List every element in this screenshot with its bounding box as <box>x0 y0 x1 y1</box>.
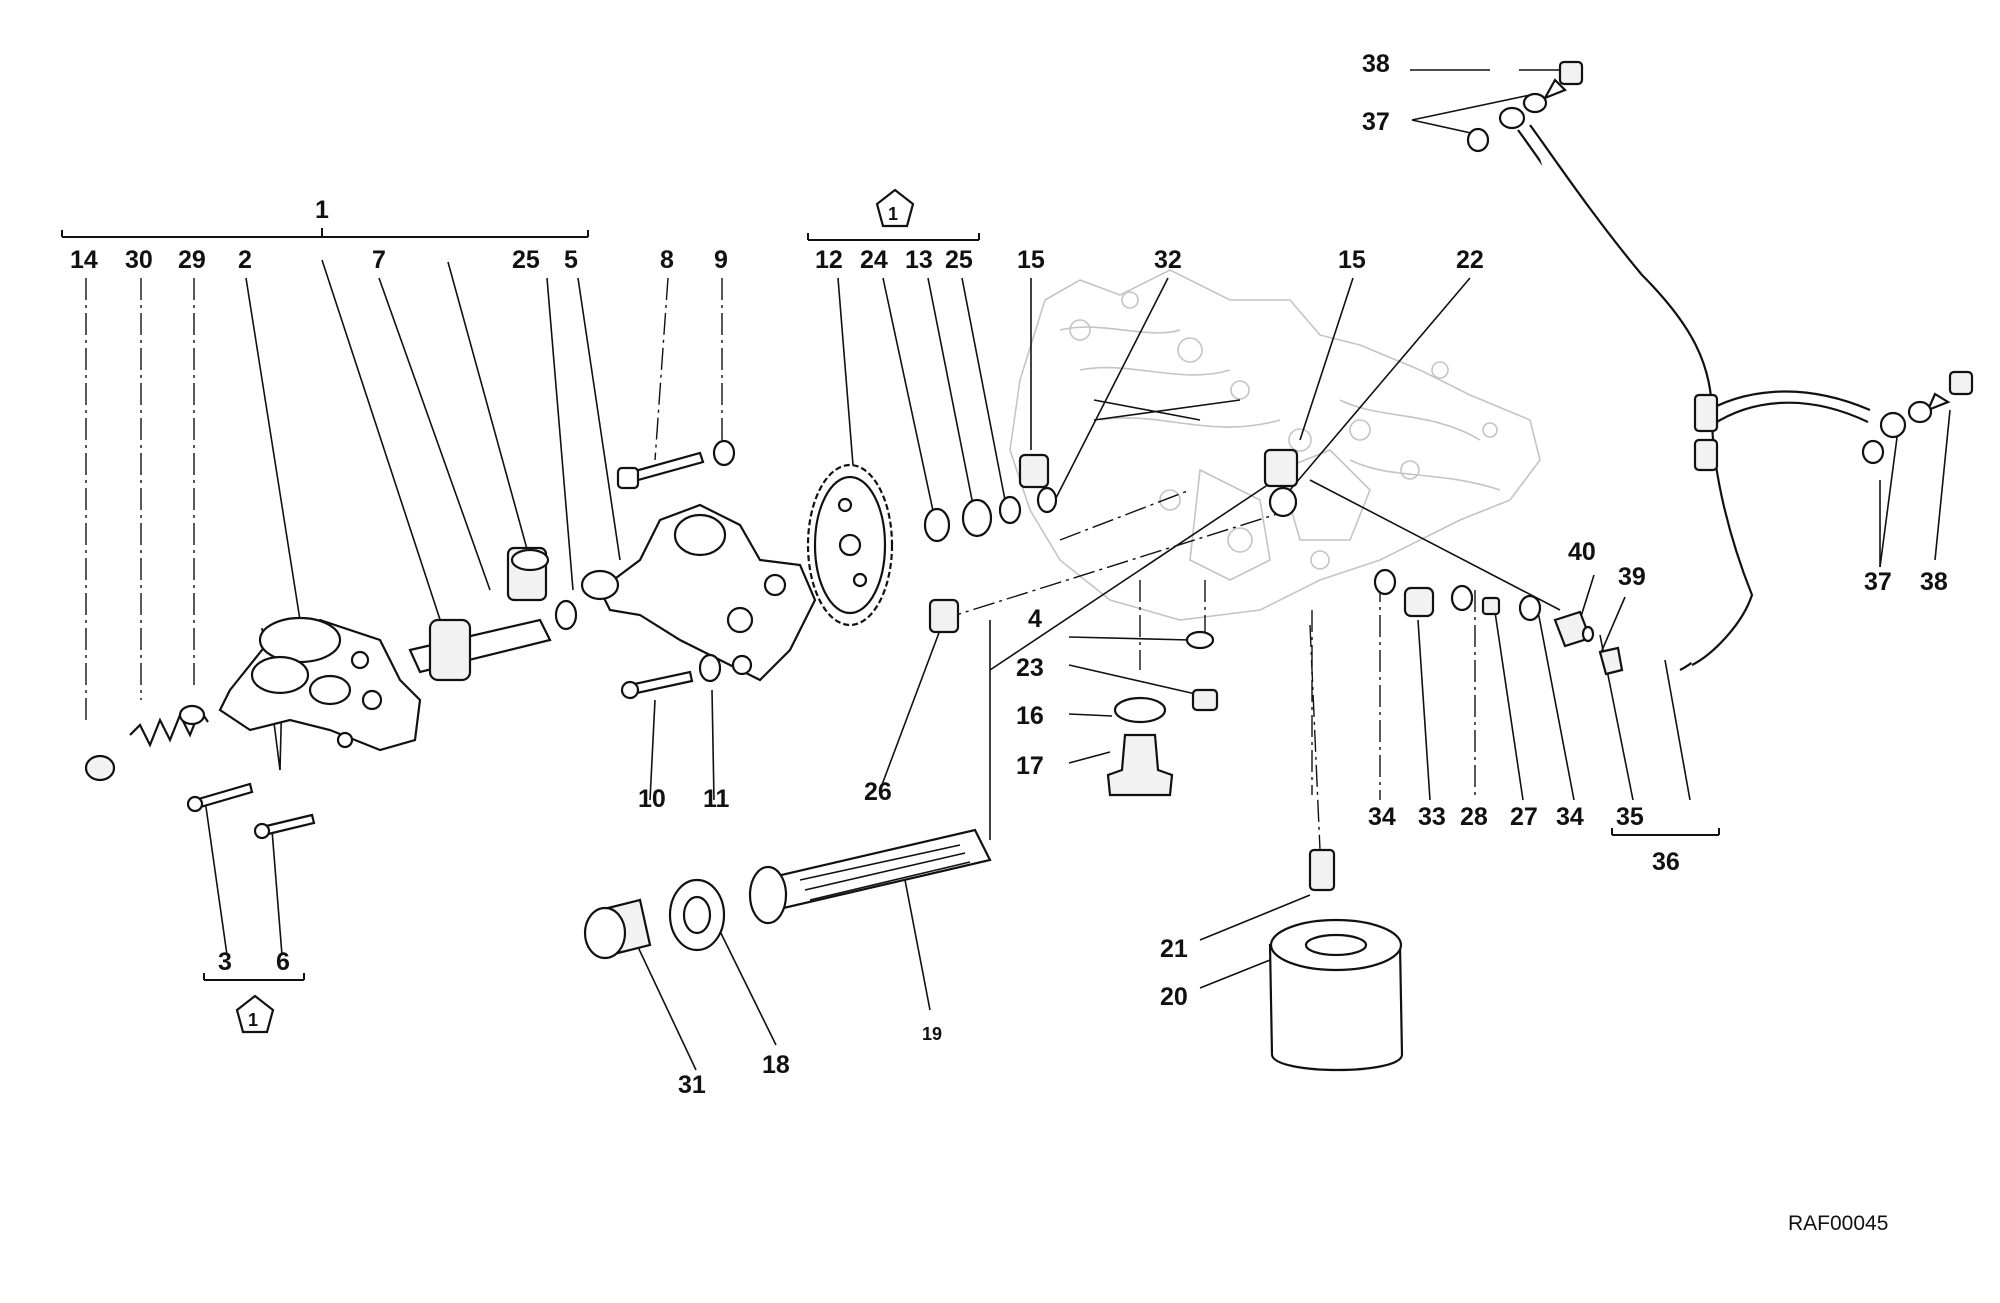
plug-icon <box>1191 586 1501 712</box>
label-9: 9 <box>714 246 728 274</box>
label-38b: 38 <box>1920 568 1948 596</box>
washer-icon <box>554 599 578 631</box>
label-27: 27 <box>1510 803 1538 831</box>
washer-icon <box>698 653 722 683</box>
bolt-icon <box>620 670 694 700</box>
pentagon-icon: 1 <box>875 188 915 228</box>
pump-gear-icon <box>506 546 550 602</box>
bolt-icon <box>253 813 316 840</box>
label-19: 19 <box>922 1024 942 1044</box>
washer-icon <box>1466 92 1548 153</box>
label-8: 8 <box>660 246 674 274</box>
label-4: 4 <box>1028 605 1042 633</box>
bolt-icon <box>616 451 705 490</box>
label-18: 18 <box>762 1051 790 1079</box>
washer-icon <box>923 486 1058 543</box>
strainer-plug-icon <box>583 898 652 960</box>
pentagon-icon: 1 <box>235 994 275 1034</box>
bolt-icon <box>186 782 254 813</box>
oil-pump-body-icon <box>580 503 817 682</box>
washer-icon <box>712 439 736 467</box>
washer-icon <box>1113 696 1167 724</box>
label-25b: 25 <box>945 246 973 274</box>
label-28: 28 <box>1460 803 1488 831</box>
label-13: 13 <box>905 246 933 274</box>
label-10: 10 <box>638 785 666 813</box>
label-22: 22 <box>1456 246 1484 274</box>
label-17: 17 <box>1016 752 1044 780</box>
fitting-icon <box>1553 610 1624 676</box>
label-14: 14 <box>70 246 98 274</box>
label-26: 26 <box>864 778 892 806</box>
group-1-bracket <box>61 228 1720 981</box>
oil-pump-cover-icon <box>218 616 422 752</box>
label-12: 12 <box>815 246 843 274</box>
label-16: 16 <box>1016 702 1044 730</box>
label-37b: 37 <box>1864 568 1892 596</box>
drive-gear-icon <box>806 463 894 627</box>
label-35: 35 <box>1616 803 1644 831</box>
bushing-icon <box>928 448 1299 634</box>
label-29: 29 <box>178 246 206 274</box>
leader-lines <box>85 69 1951 1071</box>
drawing-code: RAF00045 <box>1788 1212 1888 1235</box>
oil-filter-icon <box>1268 848 1404 1072</box>
label-25: 25 <box>512 246 540 274</box>
label-37: 37 <box>1362 108 1390 136</box>
part-number-labels: 1 14 30 29 2 7 25 5 8 9 12 24 13 25 15 3… <box>70 50 1948 1099</box>
badge-label-top: 1 <box>888 204 898 224</box>
label-36: 36 <box>1652 848 1680 876</box>
label-40: 40 <box>1568 538 1596 566</box>
label-5: 5 <box>564 246 578 274</box>
washer-icon <box>1185 568 1542 650</box>
label-24: 24 <box>860 246 888 274</box>
label-11: 11 <box>703 785 730 813</box>
washer-icon <box>1861 400 1933 465</box>
label-6: 6 <box>276 948 290 976</box>
label-32: 32 <box>1154 246 1182 274</box>
banjo-bolt-icon <box>1542 60 1584 101</box>
label-15b: 15 <box>1338 246 1366 274</box>
crankcase-icon <box>1009 269 1541 621</box>
drain-plug-icon <box>1106 733 1174 797</box>
label-15: 15 <box>1017 246 1045 274</box>
label-2: 2 <box>238 246 252 274</box>
label-38: 38 <box>1362 50 1390 78</box>
oil-strainer-icon <box>748 828 992 925</box>
banjo-bolt-icon <box>1925 370 1974 413</box>
label-34b: 34 <box>1556 803 1584 831</box>
badge-label-bottom: 1 <box>248 1010 258 1030</box>
label-30: 30 <box>125 246 153 274</box>
label-39: 39 <box>1618 563 1646 591</box>
label-34: 34 <box>1368 803 1396 831</box>
label-7: 7 <box>372 246 386 274</box>
oil-hose-icon <box>1517 124 1871 671</box>
plug-icon <box>84 704 206 782</box>
label-31: 31 <box>678 1071 706 1099</box>
label-33: 33 <box>1418 803 1446 831</box>
label-20: 20 <box>1160 983 1188 1011</box>
pump-shaft-icon <box>408 618 552 682</box>
washer-icon <box>668 878 726 952</box>
label-1: 1 <box>315 196 329 224</box>
label-23: 23 <box>1016 654 1044 682</box>
label-21: 21 <box>1160 935 1188 963</box>
label-3: 3 <box>218 948 232 976</box>
washer-icon <box>1268 486 1298 518</box>
